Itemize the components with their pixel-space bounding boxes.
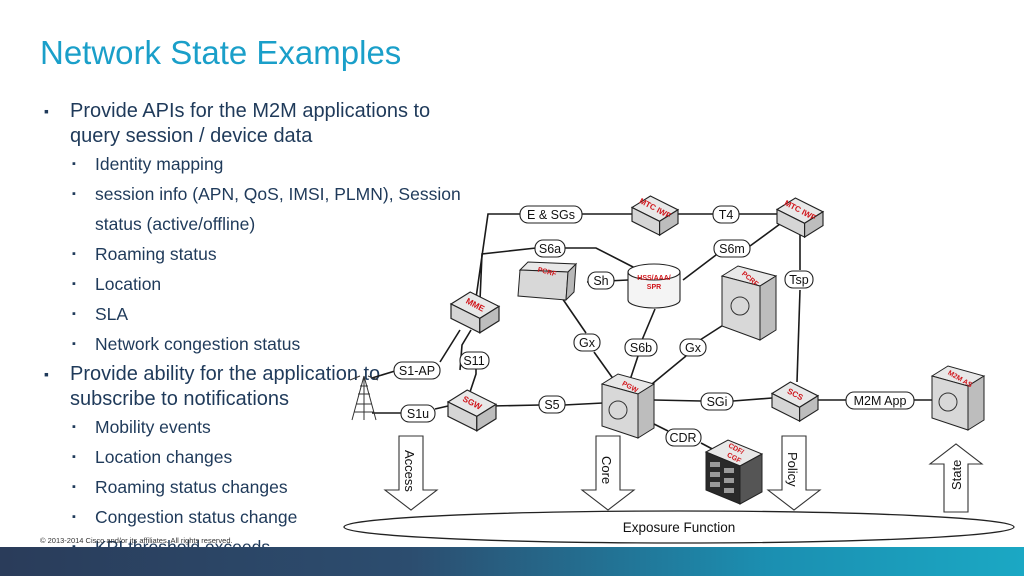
state-arrow-icon <box>928 443 984 513</box>
core-label: Core <box>599 456 614 484</box>
scs-node: SCS <box>771 381 819 422</box>
core-arrow-icon <box>580 435 636 511</box>
bullet-subscribe-item: Roaming status changes <box>44 472 464 502</box>
policy-label: Policy <box>785 452 800 487</box>
m2m-as-node: M2M AS <box>930 365 986 431</box>
access-label: Access <box>402 450 417 492</box>
copyright-text: © 2013-2014 Cisco and/or its affiliates.… <box>40 536 233 545</box>
bullet-apis-item: Roaming status <box>44 239 464 269</box>
iface-s1u: S1u <box>407 407 429 421</box>
bullet-subscribe-item: Location changes <box>44 442 464 472</box>
bullet-apis: Provide APIs for the M2M applications to… <box>44 99 464 149</box>
cell-tower-icon <box>349 375 379 421</box>
interface-labels: E & SGs T4 S6a S6m Sh Tsp Gx S6b Gx S1-A… <box>393 205 915 447</box>
sgw-node: SGW <box>447 389 497 432</box>
iface-e-sgs: E & SGs <box>527 208 575 222</box>
pcrf-label-1: PCRF <box>537 267 558 279</box>
iface-cdr: CDR <box>669 431 696 445</box>
bullet-apis-item: Network congestion status <box>44 329 464 359</box>
footer-bar <box>0 547 1024 576</box>
iface-m2m-app: M2M App <box>854 394 907 408</box>
iface-sgi: SGi <box>707 395 728 409</box>
hss-label-line2: SPR <box>647 284 661 291</box>
bullet-apis-item: SLA <box>44 299 464 329</box>
iface-gx-2: Gx <box>685 341 702 355</box>
mtc-iwf-node-1: MTC IWF <box>631 195 679 236</box>
pcrf-node-1: PCRF <box>517 261 578 302</box>
mme-node: MME <box>450 291 500 334</box>
pgw-node: PGW <box>600 373 656 439</box>
iface-s1-ap: S1-AP <box>399 364 435 378</box>
bullet-apis-item: session info (APN, QoS, IMSI, PLMN), Ses… <box>44 179 464 239</box>
bullet-apis-item: Location <box>44 269 464 299</box>
bullet-subscribe-item: Mobility events <box>44 412 464 442</box>
iface-s6a: S6a <box>539 242 561 256</box>
iface-s6b: S6b <box>630 341 652 355</box>
iface-tsp: Tsp <box>789 273 809 287</box>
access-arrow-icon <box>383 435 439 511</box>
cdf-cgf-node: CDF/ CGF <box>704 439 764 505</box>
iface-t4: T4 <box>719 208 734 222</box>
bullet-list: Provide APIs for the M2M applications to… <box>44 96 464 562</box>
bullet-subscribe-line1: Provide ability for the application to <box>70 363 381 385</box>
bullet-apis-item: Identity mapping <box>44 149 464 179</box>
exposure-function-ellipse <box>343 510 1015 544</box>
state-label: State <box>949 460 964 490</box>
direction-arrows <box>383 435 984 513</box>
iface-s11: S11 <box>463 354 484 368</box>
mtc-iwf-node-2: MTC IWF <box>776 197 824 238</box>
hss-label-line1: HSS/AAA/ <box>637 275 671 282</box>
slide-title: Network State Examples <box>40 34 402 71</box>
bullet-subscribe-line2: subscribe to notifications <box>70 388 290 410</box>
iface-gx-1: Gx <box>579 336 596 350</box>
iface-s5: S5 <box>544 398 559 412</box>
pcrf-node-2: PCRF <box>720 265 778 341</box>
connection-lines <box>371 213 934 453</box>
exposure-function-label: Exposure Function <box>623 520 736 535</box>
hss-cylinder: HSS/AAA/ SPR <box>627 263 681 309</box>
policy-arrow-icon <box>766 435 822 511</box>
bullet-subscribe: Provide ability for the application to s… <box>44 362 464 412</box>
iface-s6m: S6m <box>719 242 745 256</box>
bullet-subscribe-item: Congestion status change <box>44 502 464 532</box>
iface-sh: Sh <box>593 274 608 288</box>
